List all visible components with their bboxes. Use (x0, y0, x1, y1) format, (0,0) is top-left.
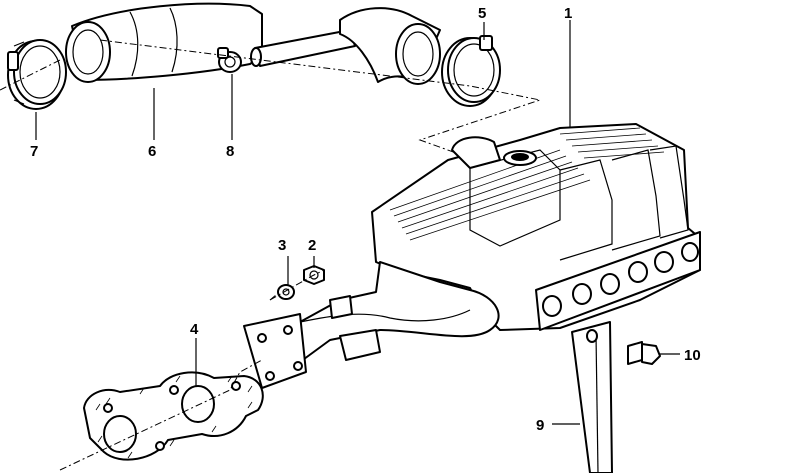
callout-labels: 1 2 3 4 5 6 7 8 9 10 (30, 5, 701, 434)
manifold-ports (542, 242, 699, 317)
hose-clamp-right (441, 35, 501, 107)
washer (277, 284, 295, 300)
hex-bolt (627, 341, 661, 365)
callout-6: 6 (148, 143, 156, 160)
hose-clamp-left (7, 39, 67, 110)
axis-line-top (0, 39, 542, 159)
callout-7: 7 (30, 143, 38, 160)
elbow-hose (339, 7, 441, 85)
callout-4: 4 (190, 321, 199, 338)
axis-line-fasteners (269, 269, 325, 301)
leader-lines (35, 20, 680, 425)
intake-hose (65, 2, 263, 83)
callout-1: 1 (564, 5, 572, 22)
support-bracket (571, 321, 613, 473)
callout-5: 5 (478, 5, 486, 22)
callout-9: 9 (536, 417, 544, 434)
intake-manifold (243, 123, 701, 389)
callout-3: 3 (278, 237, 286, 254)
callout-2: 2 (308, 237, 316, 254)
breather-tube (250, 29, 356, 67)
callout-10: 10 (684, 347, 701, 364)
callout-8: 8 (226, 143, 234, 160)
